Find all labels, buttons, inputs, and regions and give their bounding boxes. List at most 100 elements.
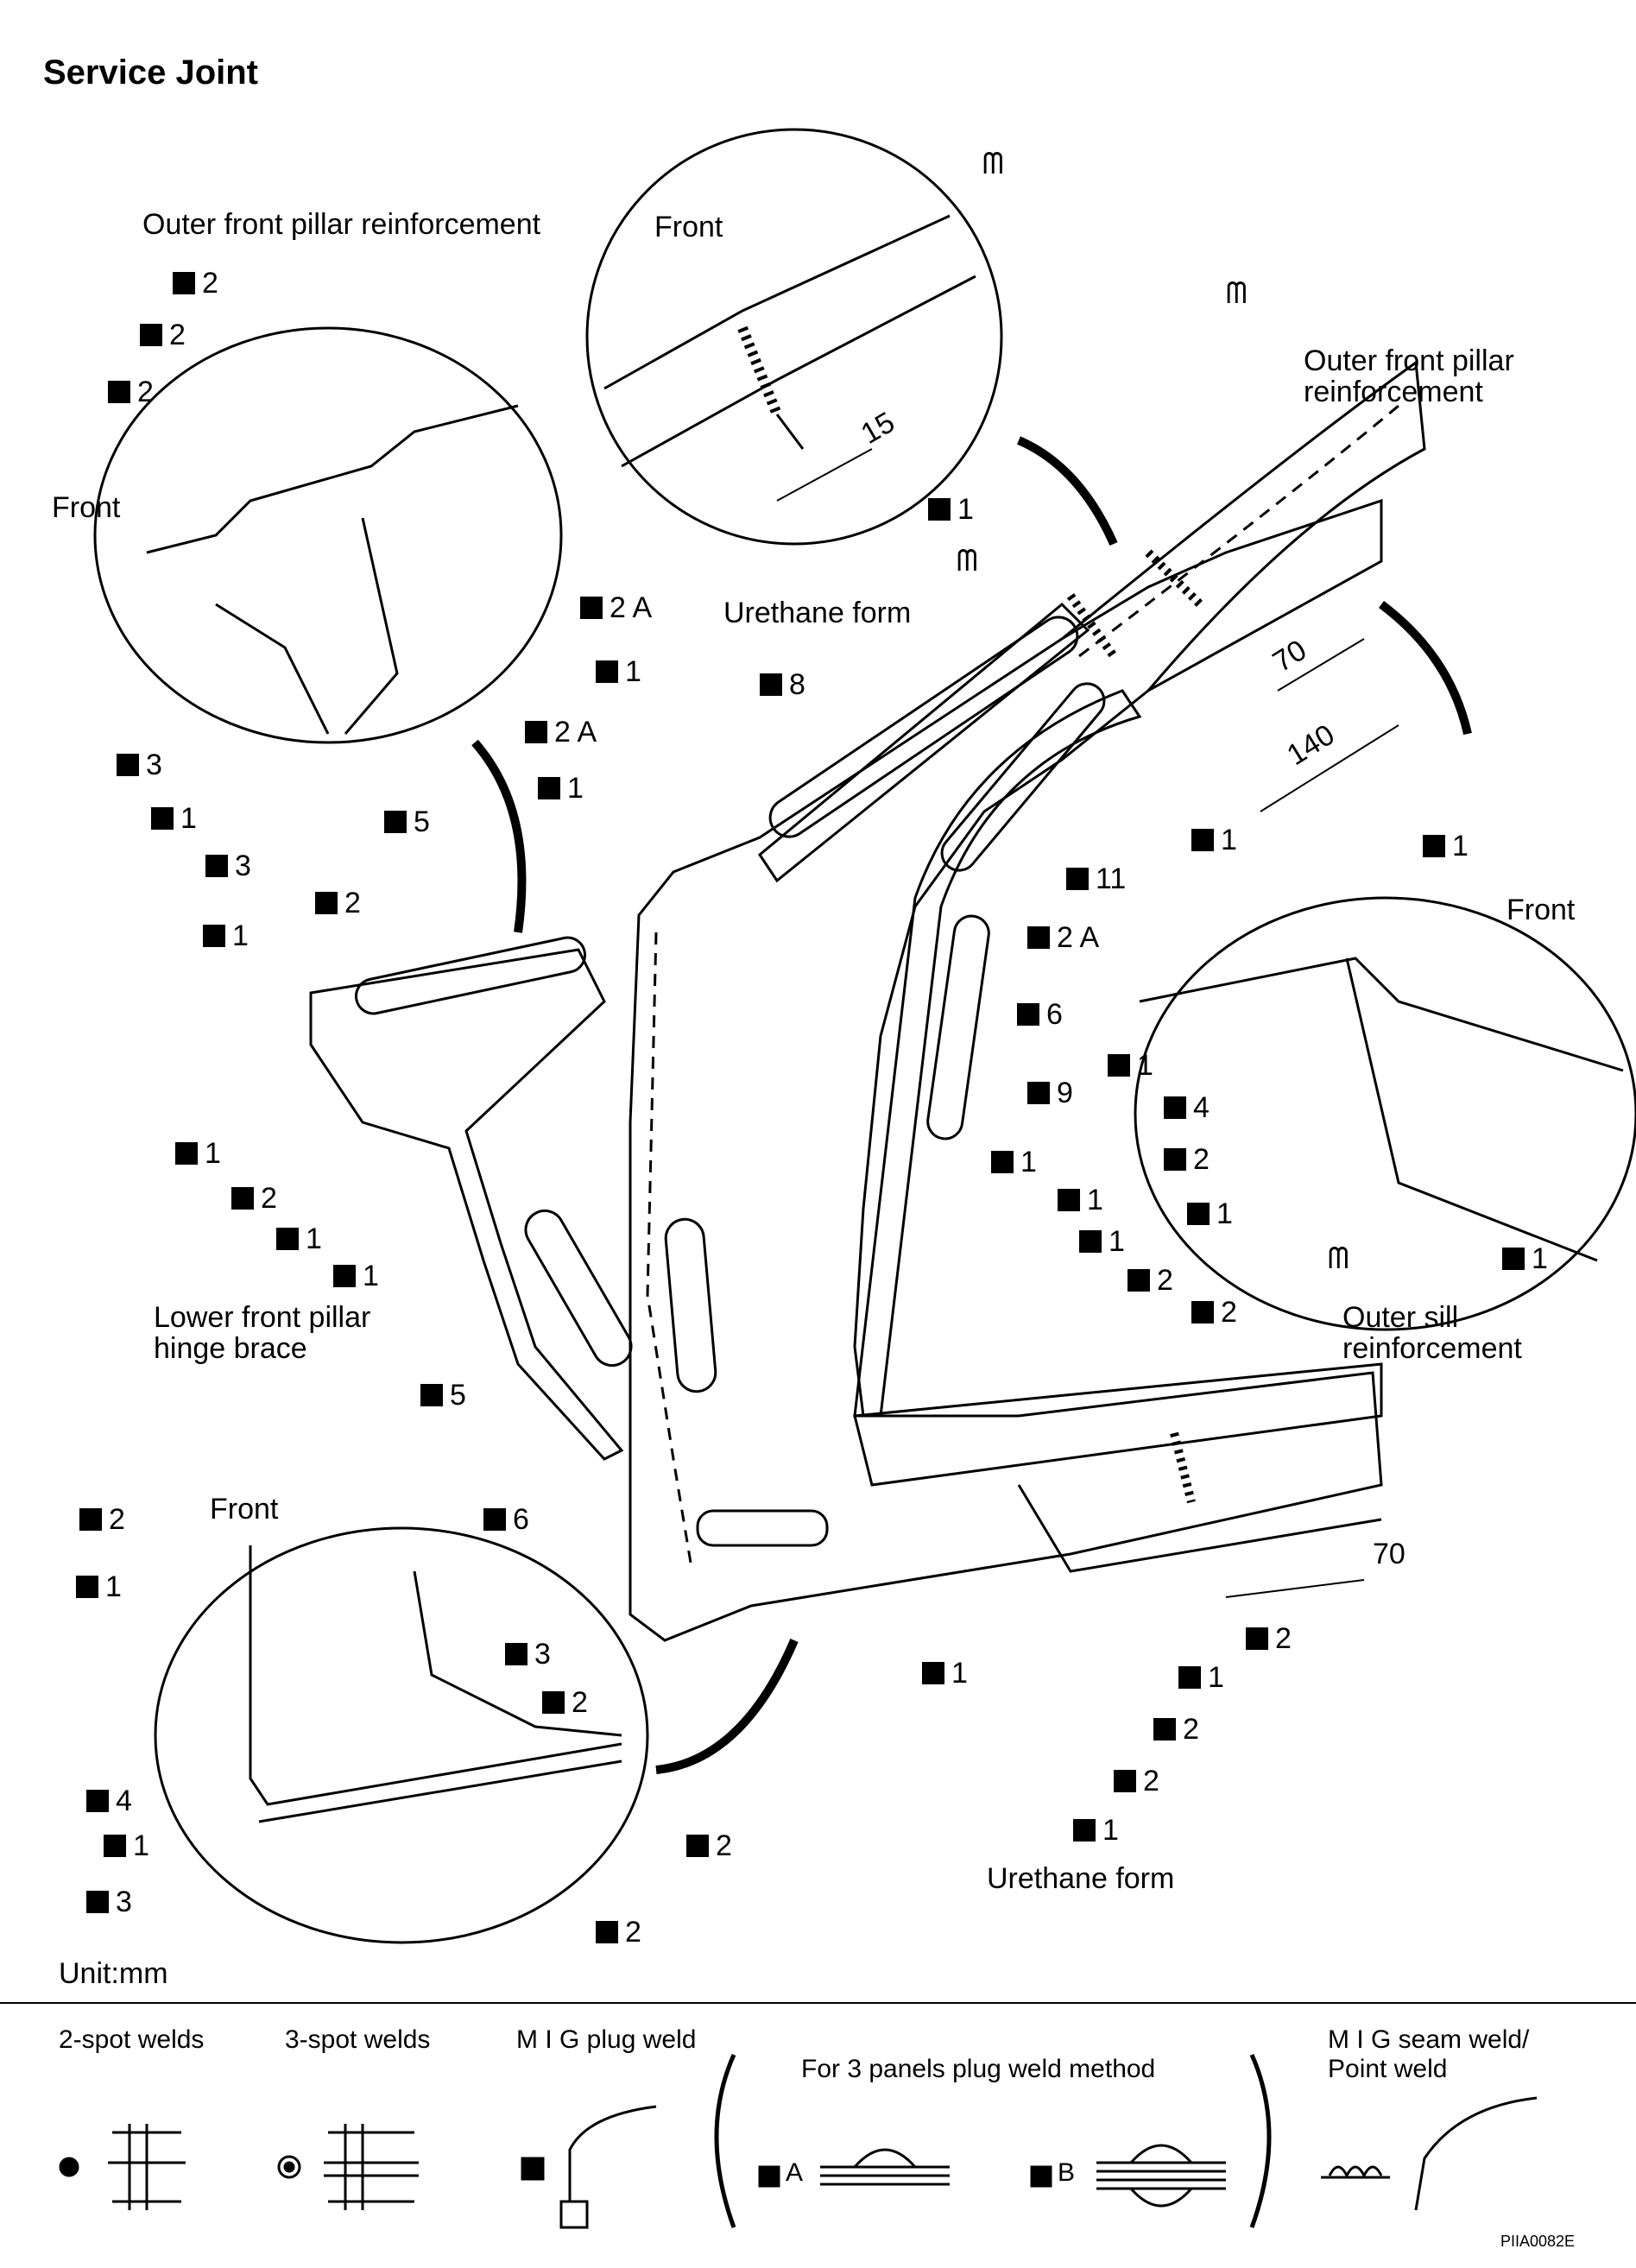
arrow-top-right <box>1017 436 1118 546</box>
weld-callout: 1 <box>333 1260 379 1292</box>
seam-weld-icon: ᗰ <box>1226 277 1248 310</box>
weld-callout: 1 <box>276 1223 322 1254</box>
weld-callout: 9 <box>1027 1077 1073 1109</box>
weld-callout: 2 <box>173 268 218 299</box>
weld-callout: 2 <box>1128 1265 1173 1296</box>
legend-three-panels-method: For 3 panels plug weld method <box>801 2055 1156 2083</box>
weld-callout: 2 A <box>525 717 597 748</box>
label-outer-sill-reinforcement: Outer sill reinforcement <box>1342 1301 1522 1365</box>
bracket-left <box>714 2053 736 2228</box>
weld-callout: 1 <box>1187 1198 1233 1229</box>
weld-callout: 1 <box>596 656 641 687</box>
weld-callout: 1 <box>1178 1662 1224 1693</box>
weld-group-6r <box>926 914 990 1140</box>
method-b-symbol <box>1096 2144 1226 2208</box>
legend-mig-seam-weld: M I G seam weld/ Point weld <box>1328 2025 1530 2083</box>
weld-callout: 2 <box>1114 1766 1159 1797</box>
arrow-top-left <box>471 739 527 933</box>
weld-callout: 1 <box>991 1147 1037 1178</box>
pillar-inner-dashed <box>646 932 692 1564</box>
legend-method-a: A <box>786 2158 804 2187</box>
seam-weld-icon: ᗰ <box>1328 1242 1349 1275</box>
weld-callout: 2 <box>1191 1297 1237 1328</box>
weld-callout: 1 <box>922 1658 968 1689</box>
page-title: Service Joint <box>43 54 259 92</box>
weld-callout: 6 <box>483 1504 529 1535</box>
detail-top-lines <box>603 214 976 468</box>
a-pillar-strip <box>758 602 1090 883</box>
label-outer-front-pillar-reinforcement-left: Outer front pillar reinforcement <box>142 208 541 241</box>
weld-group-8 <box>768 616 1079 838</box>
weld-callout: 3 <box>505 1639 551 1670</box>
weld-group-5 <box>355 936 586 1015</box>
weld-callout: 3 <box>86 1886 132 1917</box>
weld-callout: 8 <box>760 669 805 700</box>
weld-callout: 2 <box>686 1830 732 1861</box>
detail-circle-top-left <box>93 326 563 744</box>
legend-mig-plug-weld: M I G plug weld <box>516 2025 697 2054</box>
detail-circle-top <box>585 128 1003 546</box>
detail-right-lines <box>1139 957 1624 1262</box>
detail-bottom-lines <box>249 1545 622 1823</box>
weld-callout: 1 <box>175 1138 221 1169</box>
label-front-bottom: Front <box>210 1493 279 1526</box>
figure-code: PIIA0082E <box>1500 2233 1576 2250</box>
weld-callout: 4 <box>1164 1092 1210 1123</box>
sill <box>853 1362 1383 1487</box>
label-front-left: Front <box>52 491 121 524</box>
three-spot-dot <box>277 2155 301 2179</box>
weld-callout: 1 <box>928 494 974 525</box>
weld-group-6b <box>664 1217 717 1393</box>
dimension-70-bottom: 70 <box>1373 1538 1405 1570</box>
weld-callout: 2 A <box>1027 922 1099 953</box>
weld-callout: 2 <box>542 1687 588 1718</box>
weld-callout: 1 <box>1423 831 1469 862</box>
seam-weld-icon: ᗰ <box>957 545 978 578</box>
weld-callout: 5 <box>384 806 430 837</box>
label-lower-front-pillar-hinge-brace: Lower front pillar hinge brace <box>154 1301 371 1365</box>
weld-callout: 2 <box>596 1917 641 1948</box>
method-a-symbol <box>820 2148 950 2186</box>
weld-callout: 1 <box>203 920 249 951</box>
weld-callout: 2 <box>1153 1714 1199 1745</box>
roof-rail <box>1061 360 1426 692</box>
legend-method-b: B <box>1058 2158 1076 2187</box>
label-outer-front-pillar-reinforcement-right: Outer front pillar reinforcement <box>1304 344 1514 408</box>
seam-weld-sill <box>1170 1431 1196 1504</box>
two-spot-dot <box>59 2157 79 2177</box>
dim-15-line <box>776 448 873 502</box>
weld-callout: 1 <box>1191 824 1237 856</box>
two-spot-clamp <box>108 2124 186 2210</box>
hinge-brace <box>309 948 624 1461</box>
weld-callout: 1 <box>1079 1226 1125 1257</box>
mig-plug-square <box>521 2157 545 2181</box>
weld-callout: 2 <box>1246 1623 1292 1654</box>
seam-weld-icon: ᗰ <box>982 148 1004 180</box>
weld-callout: 5 <box>420 1380 466 1411</box>
detail-top-left-lines <box>146 404 519 735</box>
mig-seam-torch <box>1414 2096 1538 2211</box>
weld-callout: 3 <box>117 749 162 780</box>
legend-three-spot-welds: 3-spot welds <box>285 2025 431 2054</box>
weld-callout: 2 <box>108 376 154 407</box>
weld-callout: 2 <box>231 1183 277 1214</box>
roof-rail-dashed <box>1078 404 1399 658</box>
weld-callout: 1 <box>104 1830 149 1861</box>
seam-weld-top <box>1066 549 1203 659</box>
pillar-outline <box>629 498 1383 1642</box>
weld-callout: 2 A <box>580 592 652 623</box>
label-front-right: Front <box>1507 894 1576 926</box>
weld-group-11 <box>940 682 1106 872</box>
urethane-form-hatch <box>696 1509 829 1547</box>
three-spot-clamp <box>324 2124 419 2210</box>
weld-callout: 2 <box>315 888 361 919</box>
weld-callout: 1 <box>151 803 197 834</box>
mig-plug-torch <box>568 2105 657 2202</box>
dim-70-top-line <box>1277 638 1365 692</box>
seam-symbol <box>1321 2165 1390 2179</box>
weld-group-5b <box>524 1209 633 1368</box>
label-urethane-form-top: Urethane form <box>723 597 912 629</box>
weld-callout: 1 <box>1502 1243 1548 1274</box>
unit-label: Unit:mm <box>59 1957 168 1990</box>
dim-70-bottom-line <box>1225 1579 1365 1598</box>
